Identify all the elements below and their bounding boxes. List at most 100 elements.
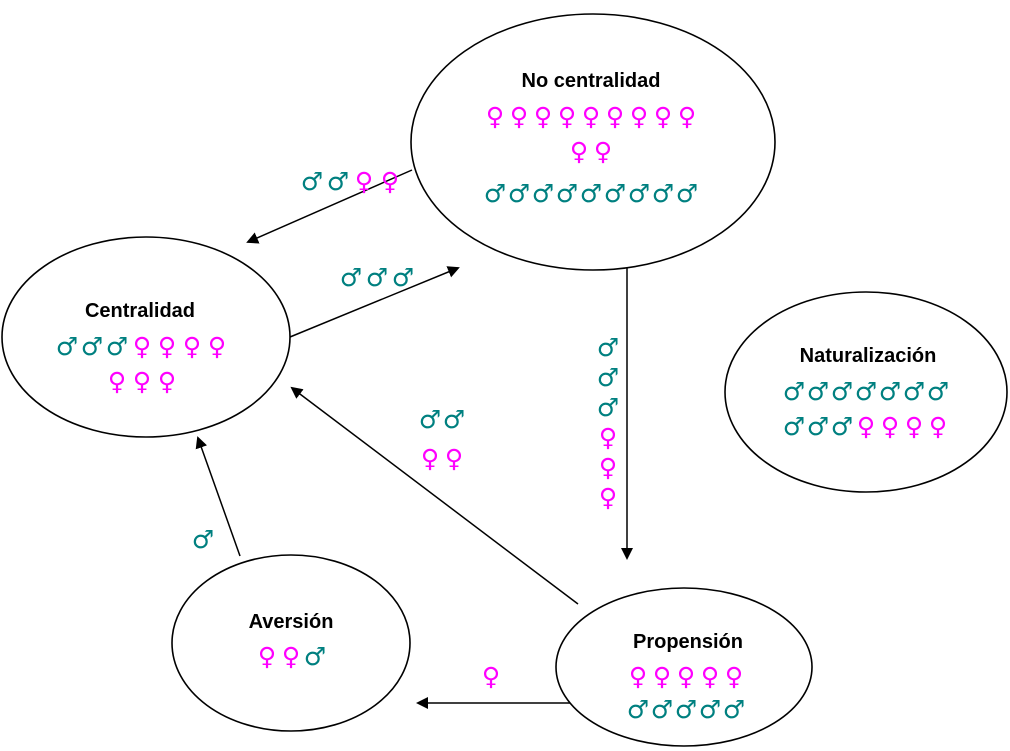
male-symbol: ♂ [855,377,877,406]
node-symbols-naturalizacion-row-2: ♂♂♂♀♀♀♀ [783,412,947,441]
female-symbol: ♀ [905,412,923,441]
male-symbol: ♂ [597,393,619,422]
female-symbol: ♀ [133,332,151,361]
node-symbols-naturalizacion-row-1: ♂♂♂♂♂♂♂ [783,377,949,406]
female-symbol: ♀ [510,102,528,131]
female-symbol: ♀ [558,102,576,131]
female-symbol: ♀ [599,483,617,512]
female-symbol: ♀ [258,642,276,671]
node-aversion: Aversión ♀♀♂ [171,554,411,732]
male-symbol: ♂ [443,405,465,434]
edge-label-centralidad-to-no-centralidad: ♂♂♂ [340,263,414,292]
male-symbol: ♂ [192,525,214,554]
node-title-naturalizacion: Naturalización [800,345,937,367]
male-symbol: ♂ [783,412,805,441]
male-symbol: ♂ [604,179,626,208]
female-symbol: ♀ [582,102,600,131]
female-symbol: ♀ [421,444,439,473]
male-symbol: ♂ [508,179,530,208]
node-symbols-propension-row-1: ♀♀♀♀♀ [629,662,743,691]
male-symbol: ♂ [392,263,414,292]
node-symbols-aversion-row-1: ♀♀♂ [258,642,326,671]
female-symbol: ♀ [677,662,695,691]
female-symbol: ♀ [857,412,875,441]
edge-label-propension-to-centralidad-bottom: ♀♀ [421,444,463,473]
male-symbol: ♂ [927,377,949,406]
node-symbols-centralidad-row-1: ♂♂♂♀♀♀♀ [56,332,226,361]
edge-no-centralidad-to-centralidad [246,169,413,244]
male-symbol: ♂ [831,412,853,441]
node-centralidad: Centralidad ♂♂♂♀♀♀♀ ♀♀♀ [1,236,291,438]
male-symbol: ♂ [556,179,578,208]
female-symbol: ♀ [355,167,373,196]
node-title-propension: Propensión [633,631,743,653]
node-naturalizacion: Naturalización ♂♂♂♂♂♂♂ ♂♂♂♀♀♀♀ [724,291,1008,493]
female-symbol: ♀ [208,332,226,361]
female-symbol: ♀ [725,662,743,691]
male-symbol: ♂ [652,179,674,208]
node-symbols-no-centralidad-row-3: ♂♂♂♂♂♂♂♂♂ [484,179,698,208]
female-symbol: ♀ [183,332,201,361]
female-symbol: ♀ [133,367,151,396]
male-symbol: ♂ [879,377,901,406]
male-symbol: ♂ [532,179,554,208]
node-title-no-centralidad: No centralidad [522,70,661,92]
male-symbol: ♂ [676,179,698,208]
male-symbol: ♂ [597,363,619,392]
male-symbol: ♂ [807,412,829,441]
female-symbol: ♀ [701,662,719,691]
female-symbol: ♀ [594,137,612,166]
male-symbol: ♂ [699,695,721,724]
male-symbol: ♂ [81,332,103,361]
male-symbol: ♂ [627,695,649,724]
male-symbol: ♂ [628,179,650,208]
female-symbol: ♀ [534,102,552,131]
female-symbol: ♀ [881,412,899,441]
male-symbol: ♂ [807,377,829,406]
female-symbol: ♀ [108,367,126,396]
male-symbol: ♂ [301,167,323,196]
male-symbol: ♂ [484,179,506,208]
female-symbol: ♀ [929,412,947,441]
edge-propension-to-centralidad [290,386,579,605]
female-symbol: ♀ [158,367,176,396]
male-symbol: ♂ [675,695,697,724]
female-symbol: ♀ [486,102,504,131]
male-symbol: ♂ [831,377,853,406]
female-symbol: ♀ [599,453,617,482]
male-symbol: ♂ [597,333,619,362]
male-symbol: ♂ [783,377,805,406]
node-symbols-propension-row-2: ♂♂♂♂♂ [627,695,745,724]
edge-labels: ♂♂♀♀ ♂♂♂ ♂♂♂♀♀♀ ♂♂ ♀♀ ♂ ♀ [192,167,619,691]
female-symbol: ♀ [158,332,176,361]
node-symbols-no-centralidad-row-1: ♀♀♀♀♀♀♀♀♀ [486,102,696,131]
female-symbol: ♀ [482,662,500,691]
node-symbols-no-centralidad-row-2: ♀♀ [570,137,612,166]
edge-label-no-centralidad-to-centralidad: ♂♂♀♀ [301,167,399,196]
male-symbol: ♂ [366,263,388,292]
male-symbol: ♂ [56,332,78,361]
male-symbol: ♂ [580,179,602,208]
node-propension: Propensión ♀♀♀♀♀ ♂♂♂♂♂ [555,587,813,747]
edges [195,169,633,709]
node-no-centralidad: No centralidad ♀♀♀♀♀♀♀♀♀ ♀♀ ♂♂♂♂♂♂♂♂♂ [410,13,776,271]
edge-aversion-to-centralidad [195,436,241,557]
female-symbol: ♀ [630,102,648,131]
female-symbol: ♀ [629,662,647,691]
male-symbol: ♂ [723,695,745,724]
male-symbol: ♂ [106,332,128,361]
node-title-aversion: Aversión [249,611,334,633]
male-symbol: ♂ [340,263,362,292]
male-symbol: ♂ [651,695,673,724]
edge-label-propension-to-aversion: ♀ [482,662,500,691]
node-title-centralidad: Centralidad [85,300,195,322]
female-symbol: ♀ [606,102,624,131]
female-symbol: ♀ [381,167,399,196]
male-symbol: ♂ [304,642,326,671]
edge-label-no-centralidad-to-propension: ♂♂♂♀♀♀ [597,333,619,512]
male-symbol: ♂ [327,167,349,196]
node-symbols-centralidad-row-2: ♀♀♀ [108,367,176,396]
female-symbol: ♀ [599,423,617,452]
female-symbol: ♀ [282,642,300,671]
